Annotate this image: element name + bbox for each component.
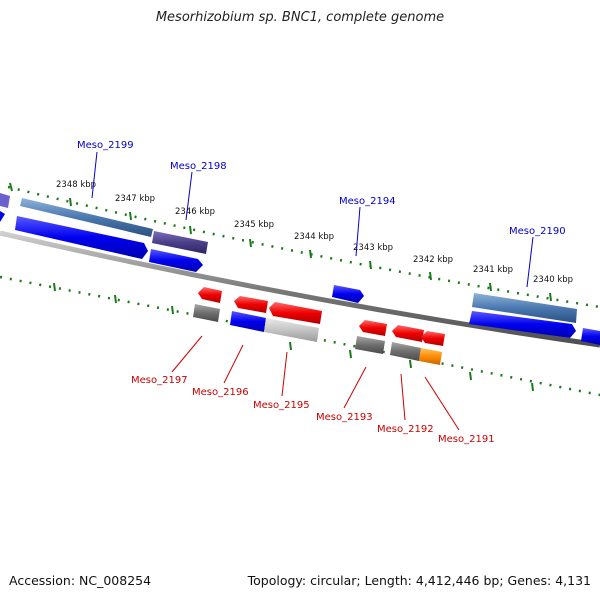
gene-label-meso-2192[interactable]: Meso_2192 (377, 424, 434, 435)
feature-meso-2195-light[interactable] (264, 318, 319, 342)
major-tick (9, 182, 13, 192)
gene-label-meso-2197[interactable]: Meso_2197 (131, 375, 188, 386)
scale-label: 2344 kbp (294, 232, 334, 242)
outer-tick-row (7, 182, 600, 309)
feature-meso-2192-grey[interactable] (390, 342, 421, 361)
gene-label-meso-2191[interactable]: Meso_2191 (438, 434, 495, 445)
leader-line (355, 206, 361, 257)
leader-line (281, 351, 288, 397)
forward-strand-features (0, 193, 600, 345)
major-tick (429, 271, 432, 281)
accession-label: Accession: NC_008254 (9, 573, 152, 588)
genome-title: Mesorhizobium sp. BNC1, complete genome (155, 10, 445, 25)
scale-label: 2347 kbp (115, 194, 155, 204)
gene-feature-partial[interactable] (0, 193, 10, 208)
major-tick (53, 282, 56, 292)
gene-feature-partial-right[interactable] (581, 328, 600, 345)
gene-feature-meso-2198-cds[interactable] (149, 249, 203, 272)
gene-label-meso-2198[interactable]: Meso_2198 (170, 161, 227, 172)
major-tick (369, 260, 372, 270)
gene-feature-meso-2199[interactable] (15, 216, 148, 259)
gene-label-meso-2199[interactable]: Meso_2199 (77, 140, 134, 151)
gene-label-meso-2196[interactable]: Meso_2196 (192, 387, 249, 398)
scale-label: 2346 kbp (175, 207, 215, 217)
gene-feature-meso-2192[interactable] (392, 325, 424, 342)
scale-label: 2341 kbp (473, 265, 513, 275)
leader-line (91, 151, 98, 199)
leader-line (223, 344, 244, 384)
major-tick (531, 382, 534, 392)
major-tick (349, 349, 352, 359)
gene-feature-meso-2199-pseudo[interactable] (20, 198, 153, 237)
scale-label: 2348 kbp (56, 180, 96, 190)
gene-feature-meso-2195[interactable] (269, 302, 322, 324)
major-tick (309, 249, 312, 259)
scale-labels: 2348 kbp 2347 kbp 2346 kbp 2345 kbp 2344… (56, 180, 573, 285)
feature-meso-2197-grey[interactable] (193, 304, 220, 322)
gene-feature-meso-2196[interactable] (234, 296, 268, 313)
gene-feature-partial-left[interactable] (0, 211, 5, 222)
gene-feature-meso-2197[interactable] (198, 287, 222, 303)
major-tick (409, 359, 412, 369)
genome-backbone (0, 230, 600, 348)
leader-line (424, 376, 460, 431)
reverse-strand-features (193, 287, 445, 365)
major-tick (549, 292, 552, 302)
gene-feature-meso-2198[interactable] (152, 231, 208, 254)
major-tick (189, 225, 192, 235)
gene-feature-meso-2194[interactable] (332, 285, 364, 303)
major-tick (129, 211, 132, 221)
feature-meso-2191-orange[interactable] (419, 348, 442, 365)
gene-feature-meso-2193[interactable] (359, 320, 387, 336)
gene-label-meso-2190[interactable]: Meso_2190 (509, 226, 566, 237)
gene-feature-meso-2190-cds[interactable] (469, 311, 576, 338)
leader-line (171, 335, 203, 373)
major-tick (171, 305, 174, 315)
leader-line (526, 236, 534, 288)
reverse-gene-labels: Meso_2197 Meso_2196 Meso_2195 Meso_2193 … (131, 335, 495, 445)
leader-line (343, 366, 367, 409)
gene-label-meso-2193[interactable]: Meso_2193 (316, 412, 373, 423)
feature-meso-2193-grey[interactable] (355, 336, 385, 354)
inner-tick-row (0, 275, 600, 397)
gene-feature-meso-2191[interactable] (421, 331, 445, 346)
gene-label-meso-2194[interactable]: Meso_2194 (339, 196, 396, 207)
major-tick (69, 197, 72, 207)
feature-meso-2196-blue[interactable] (230, 311, 266, 332)
leader-line (400, 373, 406, 421)
major-tick (114, 294, 117, 304)
scale-label: 2340 kbp (533, 275, 573, 285)
major-tick (249, 238, 252, 248)
scale-label: 2345 kbp (234, 220, 274, 230)
major-tick (289, 341, 292, 351)
gene-label-meso-2195[interactable]: Meso_2195 (253, 400, 310, 411)
leader-line (185, 171, 193, 221)
major-tick (489, 282, 492, 292)
scale-label: 2342 kbp (413, 255, 453, 265)
forward-gene-labels: Meso_2199 Meso_2198 Meso_2194 Meso_2190 (77, 140, 566, 288)
gene-feature-meso-2190[interactable] (472, 293, 577, 323)
genome-stats-label: Topology: circular; Length: 4,412,446 bp… (247, 573, 591, 588)
scale-label: 2343 kbp (353, 243, 393, 253)
major-tick (469, 371, 472, 381)
